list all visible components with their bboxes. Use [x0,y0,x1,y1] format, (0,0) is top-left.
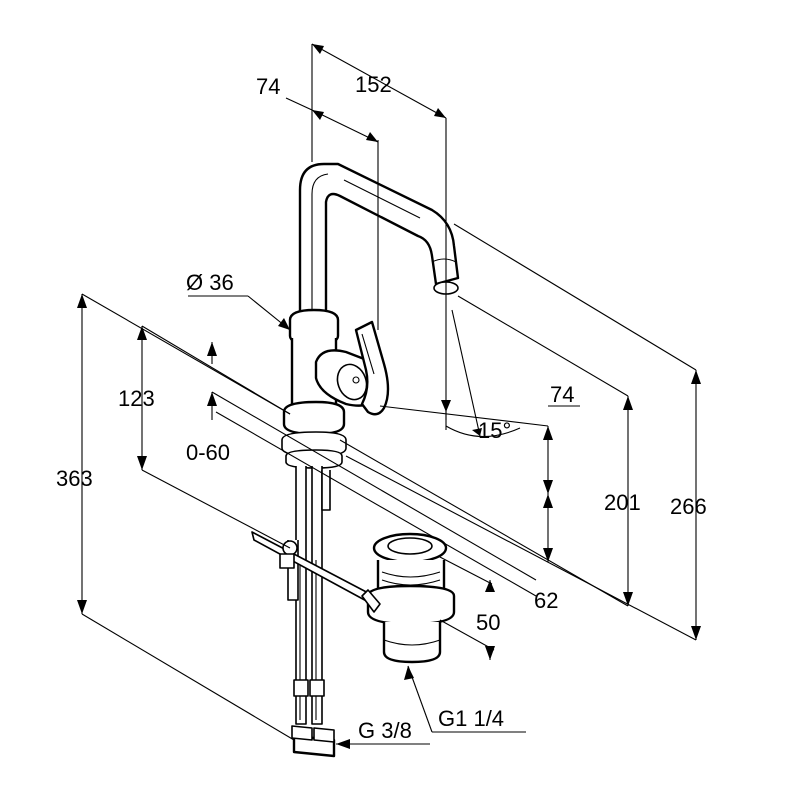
label-266: 266 [670,494,707,519]
label-0-60: 0-60 [186,440,230,465]
label-g-3-8: G 3/8 [358,718,412,743]
supply-hoses [287,466,336,758]
label-123: 123 [118,386,155,411]
waste-drain [361,532,456,664]
label-50: 50 [476,610,500,635]
label-g1-1-4: G1 1/4 [438,706,504,731]
dimension-labels: 152 74 Ø 36 123 0-60 363 74 15° 201 266 … [56,72,707,743]
pop-up-linkage [251,531,375,605]
label-74-right: 74 [550,382,574,407]
label-diameter-36: Ø 36 [186,270,234,295]
label-15-degree: 15° [478,418,511,443]
faucet-body [281,308,382,469]
label-62: 62 [534,588,558,613]
label-152: 152 [355,72,392,97]
dimension-lines [81,43,697,745]
lever-handle [354,320,390,416]
dimension-arrowheads [77,44,701,749]
label-201: 201 [604,490,641,515]
label-74-top: 74 [256,74,280,99]
label-363: 363 [56,466,93,491]
faucet-spout [298,162,460,324]
